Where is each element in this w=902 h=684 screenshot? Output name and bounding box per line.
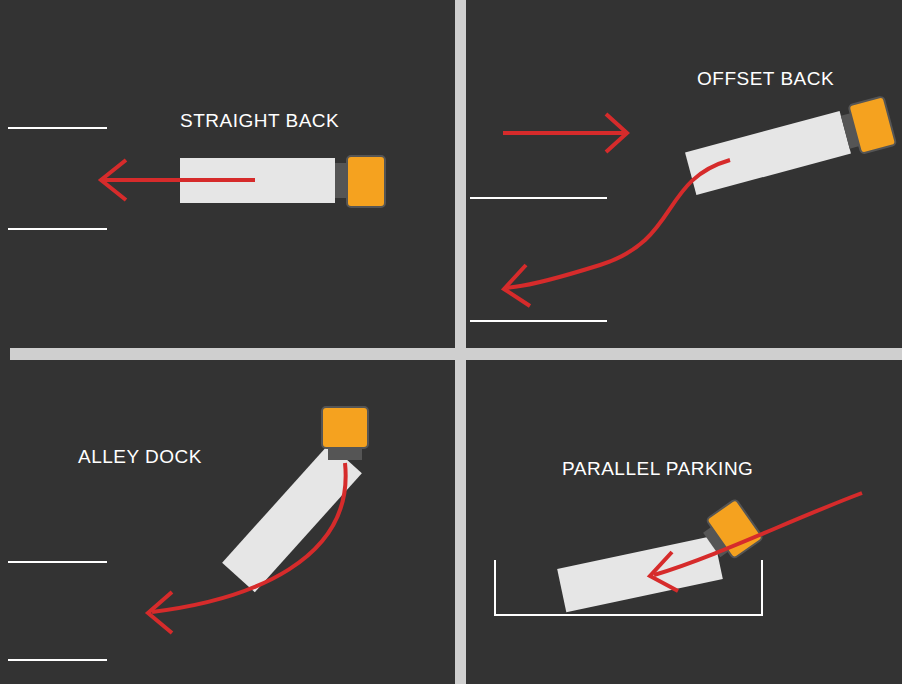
maneuver-label: OFFSET BACK: [697, 68, 834, 91]
maneuver-label: ALLEY DOCK: [78, 446, 202, 469]
panel-divider: [455, 0, 466, 684]
alley-dock-panel: [8, 407, 368, 660]
parallel-parking-panel: [495, 493, 862, 615]
maneuver-label: PARALLEL PARKING: [562, 458, 753, 481]
offset-back-panel: [470, 96, 896, 321]
panel-divider: [10, 348, 902, 360]
straight-back-panel: [8, 128, 385, 229]
maneuver-label: STRAIGHT BACK: [180, 110, 339, 133]
